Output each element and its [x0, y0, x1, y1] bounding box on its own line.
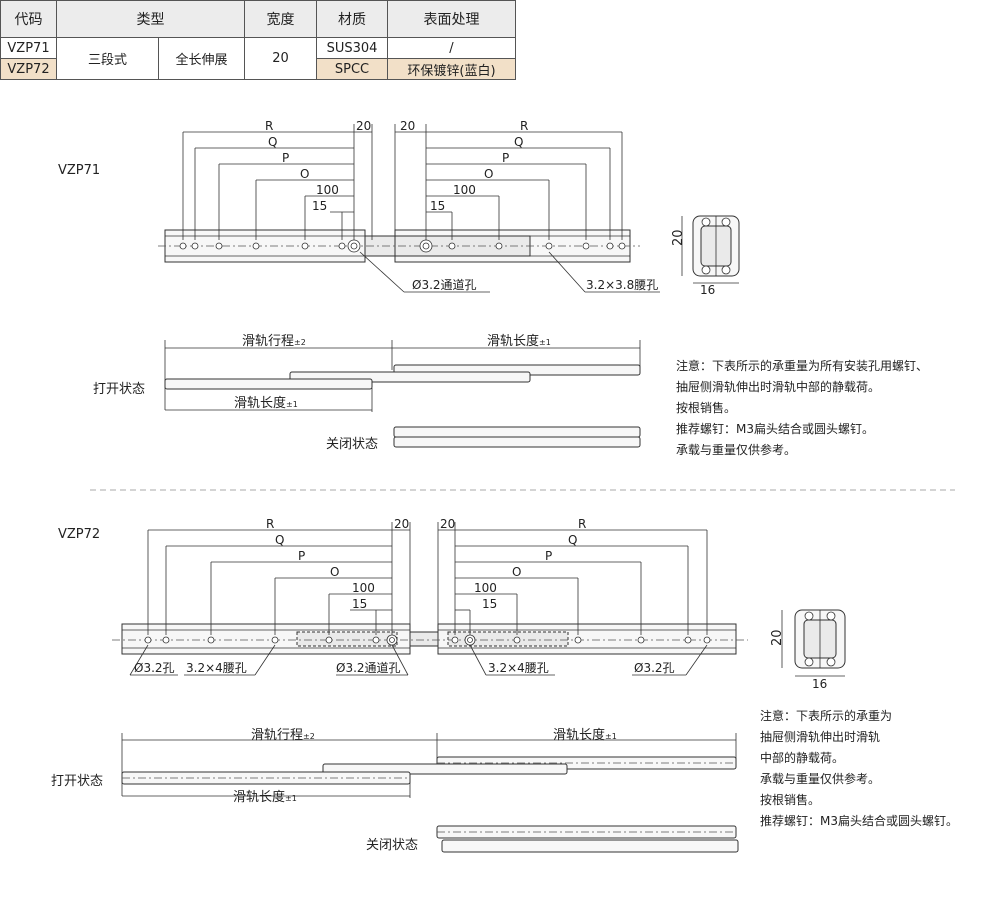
cell-code: VZP72 [0, 58, 57, 80]
vzp71-dimension-lines [182, 124, 660, 293]
vzp71-section-height: 20 [671, 229, 686, 246]
callout-through-hole: Ø3.2通道孔 [412, 278, 477, 292]
vzp72-dim-labels: R Q P O 100 15 20 20 R Q P O 100 15 Ø3.2… [134, 517, 675, 675]
vzp72-left-rail [121, 623, 441, 655]
dim-O-right: O [484, 167, 493, 181]
cell-surface: 环保镀锌(蓝白) [387, 58, 516, 80]
dim-100-left: 100 [316, 183, 339, 197]
dim-Q-right: Q [514, 135, 523, 149]
dim-100-right: 100 [453, 183, 476, 197]
dim-20-right: 20 [400, 119, 415, 133]
vzp71-length-label-bottom: 滑轨长度±1 [234, 396, 298, 411]
vzp71-label: VZP71 [58, 163, 101, 178]
vzp72-open-state: 打开状态 [51, 774, 104, 789]
section-width: 16 [812, 677, 827, 691]
spec-table: 代码 类型 宽度 材质 表面处理 VZP71 三段式 全长伸展 20 SUS30… [0, 0, 516, 80]
dim-R-right: R [578, 517, 586, 531]
dim-O-left: O [330, 565, 339, 579]
vzp72-length-label-bottom: 滑轨长度±1 [233, 790, 297, 805]
vzp71-closed-state: 关闭状态 [326, 437, 379, 452]
vzp72-closed-state: 关闭状态 [366, 838, 419, 853]
dim-15-right: 15 [430, 199, 445, 213]
vzp71-length-label-top: 滑轨长度±1 [487, 334, 551, 349]
dim-15-right: 15 [482, 597, 497, 611]
dim-P-right: P [502, 151, 509, 165]
vzp72-cross-section: 16 [781, 609, 846, 691]
vzp72-label: VZP72 [58, 527, 101, 542]
cell-stage: 三段式 [56, 37, 159, 80]
callout-slot: 3.2×3.8腰孔 [586, 278, 658, 292]
dim-100-right: 100 [474, 581, 497, 595]
dim-P-left: P [298, 549, 305, 563]
vzp72-dimension-lines [129, 522, 708, 676]
dim-P-right: P [545, 549, 552, 563]
cell-extension: 全长伸展 [158, 37, 245, 80]
vzp72-holes [144, 634, 711, 646]
dim-O-left: O [300, 167, 309, 181]
dim-R-left: R [265, 119, 273, 133]
dim-20-left: 20 [394, 517, 409, 531]
vzp71-notes: 注意：下表所示的承重量为所有安装孔用螺钉、抽屉侧滑轨伸出时滑轨中部的静载荷。 按… [676, 359, 929, 457]
dim-20-right: 20 [440, 517, 455, 531]
dim-R-right: R [520, 119, 528, 133]
vzp71-cross-section: 16 [681, 215, 740, 297]
callout-through-hole: Ø3.2通道孔 [336, 661, 401, 675]
dim-15-left: 15 [312, 199, 327, 213]
th-code: 代码 [0, 0, 57, 38]
vzp72-stroke-label: 滑轨行程±2 [251, 728, 315, 743]
vzp71-stroke-label: 滑轨行程±2 [242, 334, 306, 349]
section-width: 16 [700, 283, 715, 297]
cell-width: 20 [244, 37, 317, 80]
callout-hole-left: Ø3.2孔 [134, 661, 175, 675]
dim-Q-right: Q [568, 533, 577, 547]
vzp72-length-label-top: 滑轨长度±1 [553, 728, 617, 743]
dim-100-left: 100 [352, 581, 375, 595]
dim-R-left: R [266, 517, 274, 531]
vzp71-stroke-diagram [164, 340, 641, 448]
vzp72-right-rail [437, 623, 737, 655]
vzp71-left-rail [164, 229, 396, 263]
dim-20-left: 20 [356, 119, 371, 133]
vzp72-notes: 注意：下表所示的承重为抽屉侧滑轨伸出时滑轨 中部的静载荷。承载与重量仅供参考。 … [760, 709, 958, 828]
vzp72-stroke-diagram [121, 733, 739, 853]
vzp72-section-height: 20 [770, 629, 785, 646]
callout-slot-right: 3.2×4腰孔 [488, 661, 549, 675]
dim-Q-left: Q [268, 135, 277, 149]
dim-O-right: O [512, 565, 521, 579]
vzp71-dim-labels: R Q P O 100 15 20 20 R Q P O 100 15 Ø3.2… [265, 119, 658, 292]
callout-hole-right: Ø3.2孔 [634, 661, 675, 675]
dim-15-left: 15 [352, 597, 367, 611]
callout-slot-left: 3.2×4腰孔 [186, 661, 247, 675]
th-surface: 表面处理 [387, 0, 516, 38]
dim-P-left: P [282, 151, 289, 165]
dim-Q-left: Q [275, 533, 284, 547]
vzp71-open-state: 打开状态 [93, 382, 146, 397]
